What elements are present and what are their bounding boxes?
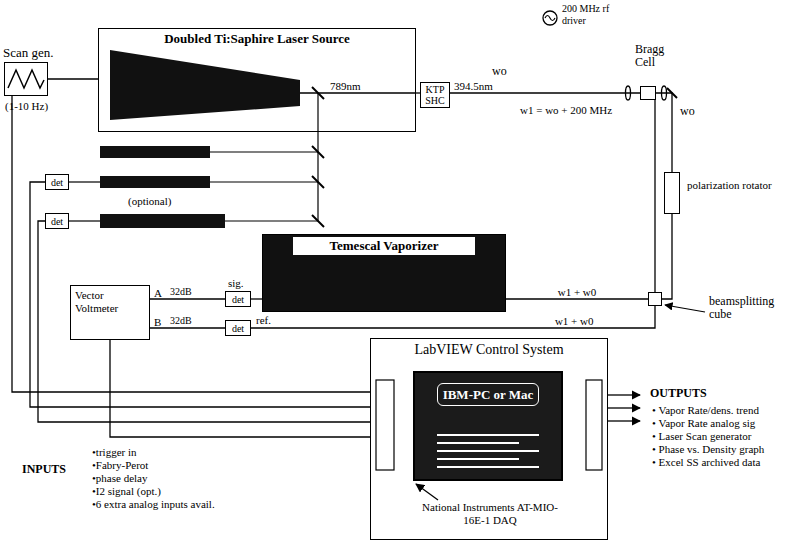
annotation-label: 32dB: [170, 315, 192, 326]
node-label: det: [51, 216, 63, 227]
annotation-label: wo: [492, 64, 507, 79]
detector-box: det: [45, 213, 69, 229]
output-arrow: [608, 420, 640, 421]
laser-source-box: Doubled Ti:Saphire Laser Source: [98, 28, 416, 132]
leader-arrow: [416, 484, 438, 500]
edge-label: w1 + w0: [554, 315, 595, 327]
detector-box: det: [45, 174, 69, 190]
node-label: 200 MHz rf driver: [562, 3, 624, 27]
computer-screen: IBM-PC or Mac: [413, 371, 563, 481]
connector-line: [110, 340, 370, 437]
annotation-label: •I2 signal (opt.): [92, 485, 161, 497]
section-heading: OUTPUTS: [650, 386, 707, 401]
section-heading: INPUTS: [22, 462, 66, 477]
vaporizer-box: Temescal Vaporizer: [262, 234, 506, 312]
annotation-label: •phase delay: [92, 472, 147, 484]
connector-line: [251, 298, 262, 299]
rf-driver-symbol: 200 MHz rf driver: [542, 10, 558, 26]
screen-line: [437, 434, 539, 436]
sine-wave: [545, 16, 555, 21]
annotation-label: • Laser Scan generator: [652, 430, 751, 442]
node-label: polarization rotator: [687, 179, 777, 192]
annotation-label: • Excel SS archived data: [652, 456, 760, 468]
ktp-crystal-box: KTP SHC: [420, 82, 450, 108]
output-arrow: [608, 394, 640, 395]
polarization-rotator: polarization rotator: [664, 172, 680, 214]
screen-line: [437, 458, 519, 460]
node-label: Doubled Ti:Saphire Laser Source: [99, 29, 415, 47]
vector-voltmeter-box: Vector Voltmeter: [70, 285, 150, 340]
output-arrow: [608, 407, 640, 408]
node-label: KTP SHC: [421, 84, 449, 106]
annotation-label: (optional): [128, 195, 171, 207]
screen-line: [437, 450, 539, 452]
annotation-label: 789nm: [330, 80, 361, 92]
annotation-label: 32dB: [170, 286, 192, 297]
io-panel: [376, 380, 394, 470]
connector-line: [450, 92, 640, 93]
beam: [210, 181, 318, 182]
node-label: IBM-PC or Mac: [437, 383, 539, 406]
connector-line: [506, 298, 648, 299]
node-label: LabVIEW Control System: [371, 339, 607, 358]
laser-crystal: [110, 50, 300, 120]
beam: [210, 151, 318, 152]
beamsplitting-cube: beamsplitting cube: [648, 292, 662, 306]
connector-line: [662, 214, 672, 299]
connector-line: [656, 93, 672, 172]
node-label: det: [51, 177, 63, 188]
annotation-label: B: [154, 316, 161, 328]
annotation-label: ref.: [256, 314, 271, 326]
annotation-label: A: [154, 287, 162, 299]
annotation-label: •trigger in: [92, 446, 136, 458]
mirror: [312, 87, 324, 99]
io-panel: [586, 380, 602, 470]
connector-line: [48, 78, 98, 79]
screen-line: [437, 442, 519, 444]
annotation-label: • Vapor Rate/dens. trend: [652, 404, 759, 416]
node-caption: National Instruments AT-MIO-16E-1 DAQ: [415, 501, 565, 527]
node-label: det: [232, 294, 244, 305]
annotation-label: • Phase vs. Density graph: [652, 443, 764, 455]
beam: [69, 220, 100, 221]
beam: [225, 220, 318, 221]
labview-system-box: LabVIEW Control SystemNational Instrumen…: [370, 338, 608, 540]
node-caption: (1-10 Hz): [5, 100, 48, 112]
node-label: Scan gen.: [3, 45, 54, 61]
node-label: Temescal Vaporizer: [293, 237, 475, 255]
node-label: beamsplitting cube: [709, 295, 795, 321]
annotation-label: •6 extra analog inputs avail.: [92, 498, 215, 510]
annotation-label: 394.5nm: [454, 80, 493, 92]
connector-line: [654, 100, 655, 292]
annotation-label: • Vapor Rate analog sig: [652, 417, 755, 429]
node-label: Vector Voltmeter: [71, 286, 149, 318]
bragg-cell: Bragg Cell: [640, 86, 656, 100]
leader-arrow: [665, 305, 705, 312]
iodine-cell: [100, 214, 225, 228]
annotation-label: w1 = wo + 200 MHz: [520, 104, 612, 116]
beam: [69, 181, 100, 182]
source-circle: [543, 11, 557, 25]
reference-cell: [100, 146, 210, 158]
node-label: Bragg Cell: [635, 43, 679, 69]
edge-label: w1 + w0: [557, 286, 598, 298]
scan-generator-box: Scan gen.(1-10 Hz): [4, 62, 48, 96]
triangle-wave: [8, 70, 44, 88]
node-label: det: [232, 323, 244, 334]
annotation-label: sig.: [228, 277, 244, 289]
annotation-label: wo: [680, 104, 695, 119]
detector-box: det: [225, 291, 251, 307]
annotation-label: •Fabry-Perot: [92, 459, 148, 471]
pickoff-beam: [317, 93, 318, 221]
rf-source-symbol: [542, 10, 558, 26]
fabry-perot-bar: [100, 176, 210, 188]
detector-box: det: [225, 320, 251, 336]
screen-line: [437, 466, 539, 468]
